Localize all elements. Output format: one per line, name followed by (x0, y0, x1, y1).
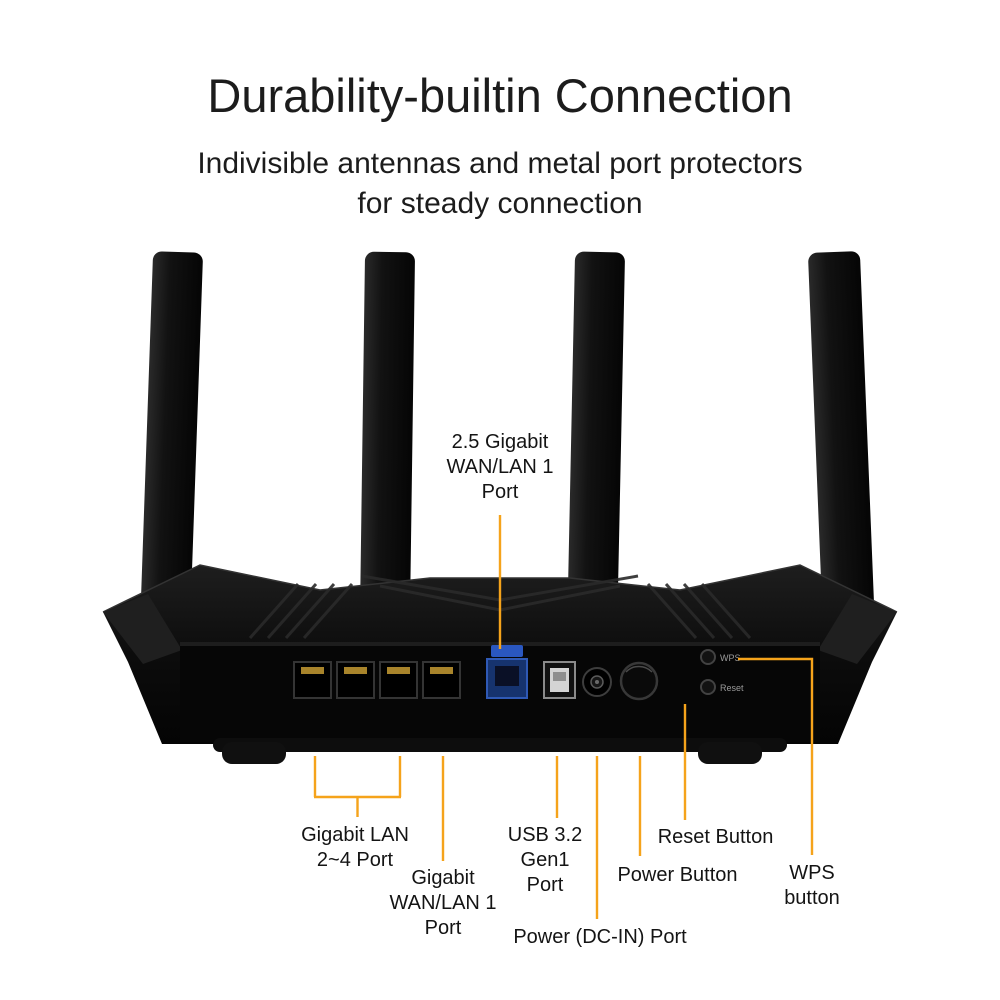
reset-micro-label: Reset (720, 683, 744, 693)
antenna-mid-left (359, 251, 415, 648)
foot-left (222, 742, 286, 764)
label-usb-port: USB 3.2 Gen1 Port (507, 824, 583, 896)
subtitle-line-2: for steady connection (357, 187, 643, 220)
callout-line-lan-bracket (313, 756, 402, 817)
lan-port-1 (293, 661, 332, 699)
wps-button: WPS (700, 649, 741, 665)
lan-port-3 (379, 661, 418, 699)
left-wing (103, 594, 182, 664)
label-power-dc-in-port: Power (DC-IN) Port (513, 926, 687, 948)
antenna-right (808, 251, 876, 658)
foot-right (698, 742, 762, 764)
power-button (619, 661, 659, 701)
lan-port-2 (336, 661, 375, 699)
subtitle-line-1: Indivisible antennas and metal port prot… (197, 147, 803, 180)
dc-in-jack (582, 667, 612, 697)
label-wan25-port: 2.5 Gigabit WAN/LAN 1 Port (446, 431, 554, 503)
label-wps-button: WPS button (784, 862, 840, 909)
antenna-left (139, 251, 203, 658)
label-reset-button: Reset Button (657, 826, 774, 848)
right-wing (818, 594, 897, 664)
callout-lines (313, 515, 814, 919)
lan-ports (293, 661, 461, 699)
vent-lines (248, 574, 752, 639)
callout-line-wps (738, 657, 814, 855)
label-gigabit-lan-ports: Gigabit LAN 2~4 Port (301, 824, 409, 871)
label-gigabit-wan-port: Gigabit WAN/LAN 1 Port (389, 867, 497, 939)
page-title: Durability-builtin Connection (207, 69, 793, 122)
bottom-strip (213, 738, 787, 752)
wps-micro-label: WPS (720, 653, 741, 663)
page-subtitle: Indivisible antennas and metal port prot… (0, 144, 1000, 224)
wan-2-5g-port (486, 645, 528, 699)
lan-port-4 (422, 661, 461, 699)
reset-button: Reset (700, 679, 744, 695)
label-power-button: Power Button (617, 864, 738, 886)
antenna-mid-right (566, 251, 625, 648)
usb-port (543, 661, 576, 699)
